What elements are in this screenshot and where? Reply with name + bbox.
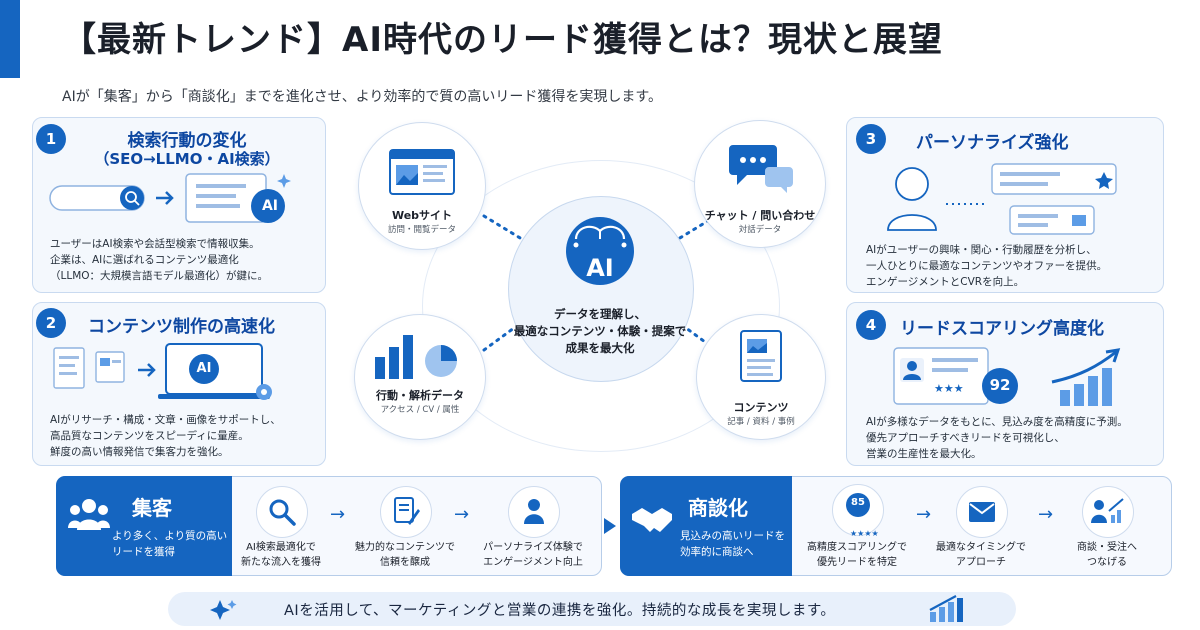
card-number: 2 <box>36 308 66 338</box>
score-badge: 85 <box>851 497 865 508</box>
step-personalize <box>508 486 560 538</box>
growth-chart-icon <box>929 595 963 622</box>
browser-icon <box>389 149 455 195</box>
svg-text:★★★★: ★★★★ <box>850 529 879 538</box>
source-label: Webサイト <box>391 209 453 222</box>
step-label: 高精度スコアリングで優先リードを特定 <box>807 542 907 568</box>
sparkle-icon <box>210 600 237 620</box>
step-label: 商談・受注へつなげる <box>1077 542 1137 568</box>
flow-chevron-icon <box>604 518 616 534</box>
step-label: 魅力的なコンテンツで信頼を醸成 <box>355 542 455 568</box>
negotiation-title: 商談化 <box>688 496 748 520</box>
card-description: ユーザーはAI検索や会話型検索で情報収集。企業は、AIに選ばれるコンテンツ最適化… <box>50 238 269 282</box>
page-subtitle: AIが「集客」から「商談化」までを進化させ、より効率的で質の高いリード獲得を実現… <box>62 89 663 105</box>
card-description: AIがユーザーの興味・関心・行動履歴を分析し、一人ひとりに最適なコンテンツやオフ… <box>866 244 1108 288</box>
negotiation-sub-2: 効率的に商談へ <box>680 546 754 558</box>
content-production-illustration <box>53 343 272 400</box>
card-description: AIが多様なデータをもとに、見込み度を高精度に予測。優先アプローチすべきリードを… <box>866 416 1128 460</box>
card-description: AIがリサーチ・構成・文章・画像をサポートし、高品質なコンテンツをスピーディに量… <box>50 414 281 458</box>
lead-scoring-illustration: ★★★ <box>893 347 1121 406</box>
acquisition-sub-1: より多く、より質の高い <box>112 530 228 542</box>
personalization-illustration <box>887 163 1117 235</box>
acquisition-title: 集客 <box>132 496 172 520</box>
svg-text:★★★: ★★★ <box>934 382 964 395</box>
header-accent-bar <box>0 0 20 78</box>
handshake-icon <box>632 508 672 532</box>
card-personalization <box>846 117 1164 293</box>
source-website: Webサイト 訪問・閲覧データ <box>358 122 486 250</box>
source-sub: 記事 / 資料 / 事例 <box>727 417 795 427</box>
card-number: 3 <box>856 124 886 154</box>
footer-banner-text: AIを活用して、マーケティングと営業の連携を強化。持続的な成長を実現します。 <box>284 603 836 619</box>
step-label: 最適なタイミングでアプローチ <box>936 542 1026 568</box>
person-icon <box>524 499 544 524</box>
source-analytics: 行動・解析データ アクセス / CV / 属性 <box>354 314 486 440</box>
card-title-sub: （SEO→LLMO・AI検索） <box>94 150 280 168</box>
step-scoring: ★★★★ 85 <box>832 484 884 538</box>
step-approach <box>956 486 1008 538</box>
step-ai-search <box>256 486 308 538</box>
source-content: コンテンツ 記事 / 資料 / 事例 <box>696 314 826 440</box>
score-card-icon: ★★★★ <box>846 493 879 538</box>
document-icon <box>740 330 782 382</box>
card-number: 4 <box>856 310 886 340</box>
document-pen-icon <box>394 497 420 525</box>
bar-chart-icon <box>375 335 457 379</box>
flow-arrow-icon: → <box>1038 504 1054 525</box>
step-content <box>380 486 432 538</box>
ai-brain-icon <box>566 217 634 285</box>
card-title: コンテンツ制作の高速化 <box>88 317 275 337</box>
chat-bubble-icon <box>729 145 793 193</box>
person-growth-icon <box>1091 498 1124 523</box>
negotiation-sub-1: 見込みの高いリードを <box>680 530 785 542</box>
source-sub: アクセス / CV / 属性 <box>380 405 460 415</box>
step-label: パーソナライズ体験でエンゲージメント向上 <box>483 542 583 568</box>
envelope-icon <box>969 502 995 522</box>
flow-arrow-icon: → <box>454 504 470 525</box>
acquisition-sub-2: リードを獲得 <box>112 546 175 558</box>
card-title: 検索行動の変化 <box>127 131 247 151</box>
acquisition-header: 集客 より多く、より質の高い リードを獲得 <box>56 476 232 576</box>
source-label: 行動・解析データ <box>376 389 464 402</box>
negotiation-header: 商談化 見込みの高いリードを 効率的に商談へ <box>620 476 792 576</box>
search-to-ai-illustration <box>49 173 291 223</box>
score-badge: 92 <box>989 376 1011 394</box>
hub-caption: データを理解し、 最適なコンテンツ・体験・提案で 成果を最大化 <box>513 307 687 355</box>
ai-badge: AI <box>196 361 212 376</box>
card-number: 1 <box>36 124 66 154</box>
flow-arrow-icon: → <box>916 504 932 525</box>
source-chat: チャット / 問い合わせ 対話データ <box>694 120 826 248</box>
footer-banner <box>168 592 1016 626</box>
hub-outer-ring <box>422 160 780 452</box>
card-title: リードスコアリング高度化 <box>900 319 1104 339</box>
magnifier-icon <box>269 499 296 526</box>
hub-ai-label: AI <box>586 254 614 282</box>
page-title: 【最新トレンド】AI時代のリード獲得とは？現状と展望 <box>62 20 943 60</box>
source-sub: 訪問・閲覧データ <box>387 225 456 235</box>
card-title: パーソナライズ強化 <box>916 133 1069 153</box>
people-icon <box>68 499 110 530</box>
step-label: AI検索最適化で新たな流入を獲得 <box>241 542 321 568</box>
step-deal <box>1082 486 1134 538</box>
source-label: チャット / 問い合わせ <box>704 209 816 222</box>
flow-arrow-icon: → <box>330 504 346 525</box>
source-label: コンテンツ <box>733 401 789 414</box>
source-sub: 対話データ <box>738 225 782 235</box>
ai-badge: AI <box>261 198 279 214</box>
